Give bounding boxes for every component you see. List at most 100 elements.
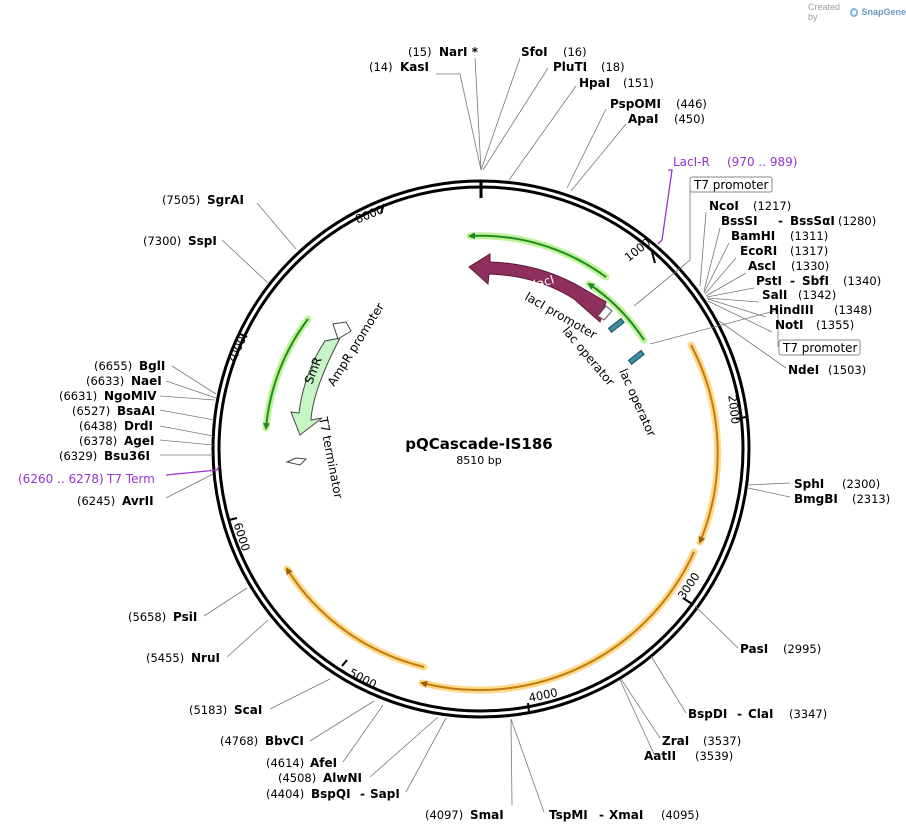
site-DrdI-name: DrdI bbox=[124, 419, 153, 433]
site-SapI-name: SapI bbox=[370, 787, 400, 801]
T7-promoter-1-box bbox=[689, 176, 773, 193]
feature-arcs bbox=[262, 232, 722, 694]
site-NcoI-name: NcoI bbox=[709, 199, 739, 213]
boxed-feature-labels: T7 promoter T7 promoter bbox=[689, 176, 861, 356]
lacI-arrow bbox=[468, 253, 607, 323]
orf-arc-lower-left bbox=[285, 567, 425, 668]
tick-mark-4000 bbox=[527, 702, 530, 713]
backbone bbox=[211, 179, 751, 719]
leader-BspDI bbox=[650, 655, 687, 714]
site-HindIII-pos: (1348) bbox=[834, 303, 872, 317]
leader-SfoI bbox=[480, 57, 521, 171]
site-BspQI-pos: (4404) bbox=[266, 787, 304, 801]
lacI-feature: lacI bbox=[468, 253, 607, 323]
site-NarI-name: NarI * bbox=[439, 45, 479, 59]
SmR-feature: SmR bbox=[290, 337, 341, 436]
site-SgrAI-pos: (7505) bbox=[162, 193, 200, 207]
tick-mark-6000 bbox=[228, 517, 238, 521]
orf-arc-right bbox=[587, 282, 645, 341]
leader-BspQI bbox=[405, 717, 447, 793]
site-PluTI-pos: (18) bbox=[601, 60, 625, 74]
leader-NruI bbox=[226, 619, 269, 658]
orf-arc-right-long bbox=[690, 344, 719, 544]
leader-SmaI bbox=[510, 718, 513, 806]
snapgene-name: SnapGene bbox=[861, 7, 906, 17]
plasmid-name: pQCascade-IS186 bbox=[405, 435, 552, 453]
site-KasI-name: KasI bbox=[400, 60, 429, 74]
T7-promoter-1-label: T7 promoter bbox=[693, 178, 769, 192]
primer-LacI-R-range: (970 .. 989) bbox=[727, 155, 797, 169]
site-BamHI-pos: (1311) bbox=[790, 229, 828, 243]
leader-PspOMI bbox=[566, 108, 607, 189]
site-BamHI-name: BamHI bbox=[731, 229, 775, 243]
site-BmgBI-name: BmgBI bbox=[794, 492, 838, 506]
site-SfoI-name: SfoI bbox=[521, 45, 548, 59]
site-NdeI-name: NdeI bbox=[788, 363, 819, 377]
tick-mark-8000 bbox=[380, 203, 385, 214]
site-PstI-name: PstI bbox=[756, 274, 782, 288]
site-SgrAI-name: SgrAI bbox=[207, 193, 244, 207]
tick-mark-1000 bbox=[651, 251, 656, 264]
leader-BssSI bbox=[703, 227, 721, 292]
leader-BglI bbox=[171, 365, 217, 395]
lacI-promoter-arrow bbox=[597, 305, 613, 321]
site-PstI-sep: - bbox=[790, 274, 795, 288]
site-BssSI-sep: - bbox=[778, 214, 783, 228]
leader-AgeI bbox=[159, 439, 214, 446]
site-SspI-pos: (7300) bbox=[143, 234, 181, 248]
site-TspMI-pos: (4095) bbox=[661, 808, 699, 822]
site-AatII-name: AatII bbox=[644, 749, 676, 763]
leader-TspMI bbox=[510, 718, 545, 813]
site-BspQI-sep: - bbox=[360, 787, 365, 801]
site-BsaAI-name: BsaAI bbox=[117, 404, 155, 418]
site-SbfI-name: SbfI bbox=[802, 274, 829, 288]
site-AgeI-name: AgeI bbox=[124, 434, 154, 448]
site-NdeI-pos: (1503) bbox=[828, 363, 866, 377]
AmpR-promoter-arrow bbox=[332, 321, 352, 340]
site-TspMI-sep: - bbox=[599, 808, 604, 822]
site-ScaI-name: ScaI bbox=[234, 703, 262, 717]
leader-BamHI bbox=[703, 242, 730, 294]
leader-HpaI bbox=[508, 85, 577, 181]
site-labels: (15) NarI * (14) KasI SfoI (16) PluTI (1… bbox=[59, 45, 890, 822]
tick-label-7000: 7000 bbox=[224, 334, 249, 366]
T7-terminator-label: T7 terminator bbox=[316, 415, 346, 500]
site-AvrII-name: AvrII bbox=[122, 494, 154, 508]
site-PsiI-pos: (5658) bbox=[128, 610, 166, 624]
site-SmaI-pos: (4097) bbox=[425, 808, 463, 822]
leader-PasI bbox=[694, 605, 739, 649]
primers: LacI-R (970 .. 989) (6260 .. 6278) T7 Te… bbox=[18, 155, 797, 486]
primer-T7-Term-name: T7 Term bbox=[106, 472, 155, 486]
primer-T7-Term-range: (6260 .. 6278) bbox=[18, 472, 104, 486]
site-HindIII-name: HindIII bbox=[769, 303, 814, 317]
lac-operator-2-box bbox=[627, 349, 645, 365]
site-BssSI-pos: (1280) bbox=[838, 214, 876, 228]
leader-SalI bbox=[706, 297, 760, 303]
leader-PluTI bbox=[482, 67, 549, 171]
leader-lines bbox=[159, 57, 791, 813]
site-SalI-name: SalI bbox=[762, 288, 787, 302]
site-SmaI-name: SmaI bbox=[470, 808, 504, 822]
site-ZraI-name: ZraI bbox=[662, 734, 689, 748]
site-SalI-pos: (1342) bbox=[798, 288, 836, 302]
leader-NcoI bbox=[699, 211, 707, 287]
tick-label-8000: 8000 bbox=[353, 202, 385, 226]
orf-arc-left bbox=[262, 318, 309, 430]
site-NotI-name: NotI bbox=[775, 318, 804, 332]
site-BbvCI-name: BbvCI bbox=[265, 734, 304, 748]
site-DrdI-pos: (6438) bbox=[79, 419, 117, 433]
leader-ScaI bbox=[269, 678, 331, 710]
leader-NarI bbox=[474, 57, 482, 171]
site-AgeI-pos: (6378) bbox=[79, 434, 117, 448]
lac-operator-1-box bbox=[607, 317, 625, 333]
site-PsiI-name: PsiI bbox=[173, 610, 197, 624]
leader-T7-promoter-2 bbox=[649, 309, 779, 347]
site-EcoRI-pos: (1317) bbox=[790, 244, 828, 258]
site-SfoI-pos: (16) bbox=[563, 45, 587, 59]
site-PasI-name: PasI bbox=[740, 642, 768, 656]
site-NotI-pos: (1355) bbox=[816, 318, 854, 332]
tick-mark-3000 bbox=[682, 597, 693, 605]
primer-T7-Term-line bbox=[165, 465, 220, 476]
site-Bsu36I-name: Bsu36I bbox=[104, 449, 150, 463]
